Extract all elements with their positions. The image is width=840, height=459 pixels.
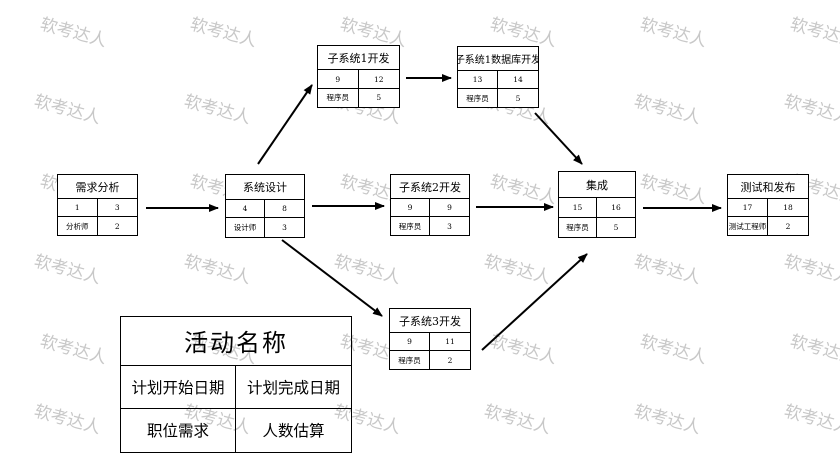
activity-title: 测试和发布 [728,175,808,199]
activity-node-subsystem3-dev: 子系统3开发 9 11 程序员 2 [389,308,471,370]
planned-end: 8 [265,200,304,219]
planned-end: 9 [430,199,469,217]
role-required: 设计师 [226,218,265,237]
role-required: 程序员 [559,217,597,237]
arrow-design-to-sub1 [257,84,313,165]
planned-end: 18 [768,199,808,217]
activity-node-requirements: 需求分析 1 3 分析师 2 [57,174,138,236]
activity-title: 子系统1开发 [318,46,399,71]
planned-start: 13 [458,71,498,89]
activity-node-test-release: 测试和发布 17 18 测试工程师 2 [727,174,809,236]
legend-headcount: 人数估算 [262,422,325,441]
role-required: 程序员 [390,351,430,369]
role-required: 程序员 [318,88,359,107]
headcount: 3 [447,221,452,231]
planned-start: 15 [559,198,597,218]
arrow-design-to-sub3 [281,239,383,317]
planned-end: 3 [97,199,137,217]
headcount: 2 [114,221,120,231]
planned-end: 14 [498,71,538,89]
role-required: 程序员 [458,89,498,107]
planned-start: 1 [58,199,98,217]
legend-role-required: 职位需求 [121,408,236,452]
activity-node-integration: 集成 15 16 程序员 5 [558,171,636,238]
activity-title: 系统设计 [226,175,304,200]
planned-start: 9 [390,333,430,351]
headcount: 5 [515,93,521,103]
planned-start: 9 [391,199,430,217]
activity-node-system-design: 系统设计 4 8 设计师 3 [225,174,305,238]
legend-planned-end: 计划完成日期 [236,366,351,409]
activity-node-subsystem1-db-dev: 子系统1数据库开发 13 14 程序员 5 [457,46,539,108]
legend-activity-name: 活动名称 [121,317,351,366]
activity-node-subsystem2-dev: 子系统2开发 9 9 程序员 3 [390,174,470,236]
planned-start: 17 [728,199,768,217]
activity-title: 子系统2开发 [391,175,469,199]
headcount: 2 [447,355,453,365]
role-required: 测试工程师 [728,217,768,235]
activity-node-subsystem1-dev: 子系统1开发 9 12 程序员 5 [317,45,400,108]
activity-title: 子系统1数据库开发 [458,47,538,71]
planned-end: 16 [597,198,635,218]
headcount: 3 [282,223,287,233]
headcount: 5 [376,93,382,103]
activity-title: 需求分析 [58,175,137,199]
role-required: 分析师 [58,217,98,235]
role-required: 程序员 [391,217,430,235]
arrow-sub3-to-integ [481,253,588,351]
activity-title: 子系统3开发 [390,309,470,333]
activity-title: 集成 [559,172,635,198]
legend-planned-start: 计划开始日期 [121,365,236,409]
arrow-sub1db-to-integ [534,112,583,165]
planned-start: 9 [318,70,359,89]
planned-end: 11 [430,333,470,351]
planned-start: 4 [226,199,265,219]
legend-node-template: 活动名称 计划开始日期 计划完成日期 职位需求 人数估算 [120,316,352,453]
headcount: 5 [613,222,619,232]
headcount: 2 [785,221,791,231]
planned-end: 12 [358,70,399,89]
